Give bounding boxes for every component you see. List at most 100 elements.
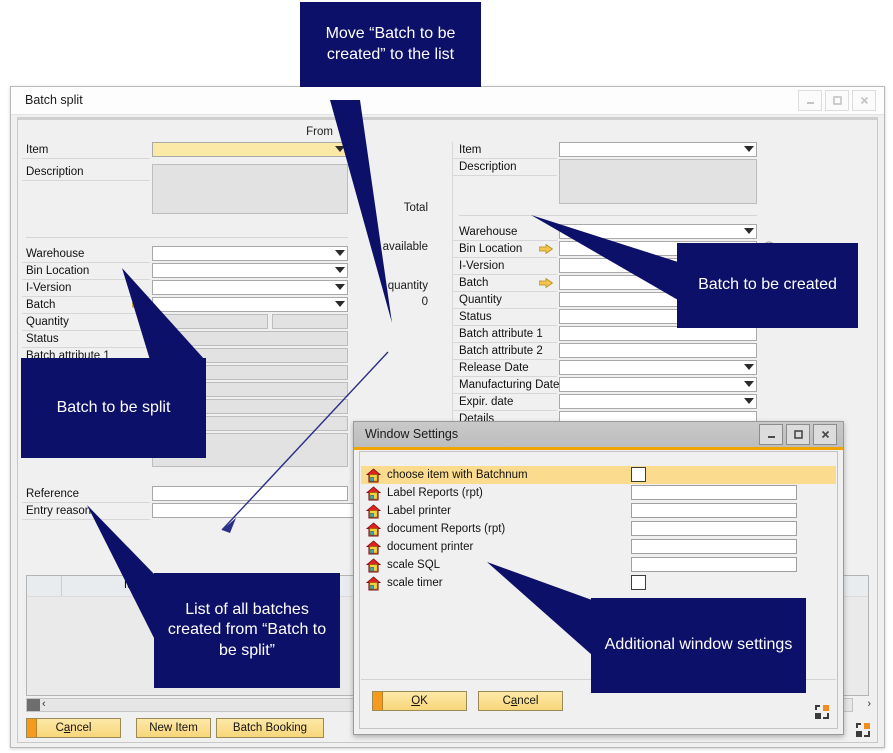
chevron-down-icon[interactable] (744, 364, 754, 370)
left-batch-label: Batch (26, 299, 56, 311)
minimize-icon[interactable] (798, 90, 822, 111)
ws-cancel-button[interactable]: Cancel (478, 691, 563, 711)
chevron-down-icon[interactable] (744, 146, 754, 152)
maximize-icon[interactable] (825, 90, 849, 111)
left-quantity-unit-input[interactable] (272, 314, 348, 329)
list-item[interactable]: Label printer (361, 502, 836, 520)
quantity-value: 0 (421, 296, 428, 308)
right-expir-date-input[interactable] (559, 394, 757, 409)
list-item-label: Label printer (387, 505, 451, 517)
right-status-label: Status (459, 311, 492, 323)
list-item-label: scale SQL (387, 559, 441, 571)
entry-reason-input[interactable] (152, 503, 362, 518)
right-item-label: Item (459, 144, 482, 156)
list-item[interactable]: document Reports (rpt) (361, 520, 836, 538)
house-icon (366, 521, 381, 536)
left-warehouse-label: Warehouse (26, 248, 85, 260)
right-release-date-input[interactable] (559, 360, 757, 375)
window-settings-controls (759, 424, 837, 445)
left-item-label: Item (26, 144, 49, 156)
list-item[interactable]: document printer (361, 538, 836, 556)
house-icon (366, 539, 381, 554)
scrollbar-thumb[interactable] (27, 699, 40, 711)
chevron-down-icon[interactable] (335, 146, 345, 152)
chevron-down-icon[interactable] (744, 228, 754, 234)
left-description-label: Description (26, 166, 84, 178)
cancel-button-label: Cancel (55, 722, 92, 734)
resize-grip-icon[interactable] (814, 704, 830, 720)
arrow-right-icon (539, 278, 553, 288)
right-item-input[interactable] (559, 142, 757, 157)
ws-cancel-button-label: Cancel (502, 695, 539, 707)
house-icon (366, 467, 381, 482)
callout-batch-to-be-split: Batch to be split (21, 358, 206, 458)
house-icon (366, 575, 381, 590)
list-item[interactable]: choose item with Batchnum (361, 466, 836, 484)
text-input[interactable] (631, 503, 797, 518)
from-label: From (306, 126, 333, 138)
left-iversion-label: I-Version (26, 282, 72, 294)
scroll-left-icon[interactable]: ‹ (42, 698, 46, 710)
right-batch-attr1-label: Batch attribute 1 (459, 328, 543, 340)
reference-label: Reference (26, 488, 80, 500)
checkbox[interactable] (631, 467, 646, 482)
quantity-label: quantity (387, 280, 428, 292)
chevron-down-icon[interactable] (335, 267, 345, 273)
maximize-icon[interactable] (786, 424, 810, 445)
available-label: available (382, 241, 428, 253)
batch-booking-button-label: Batch Booking (232, 722, 308, 734)
right-release-date-label: Release Date (459, 362, 529, 374)
left-status-input[interactable] (152, 331, 348, 346)
reference-input[interactable] (152, 486, 348, 501)
cancel-button[interactable]: Cancel (26, 718, 121, 738)
checkbox[interactable] (631, 575, 646, 590)
left-bin-location-input[interactable] (152, 263, 348, 278)
right-batch-attr2-label: Batch attribute 2 (459, 345, 543, 357)
main-title-bar[interactable]: Batch split (11, 87, 884, 115)
total-label: Total (403, 202, 428, 214)
right-description-label: Description (459, 161, 517, 173)
right-warehouse-input[interactable] (559, 224, 757, 239)
right-manufacturing-date-label: Manufacturing Date (459, 379, 560, 391)
left-quantity-input[interactable] (152, 314, 268, 329)
scroll-right-icon[interactable]: › (867, 698, 871, 710)
right-description-input[interactable] (559, 159, 757, 204)
house-icon (366, 557, 381, 572)
button-accent-bar (373, 692, 383, 710)
text-input[interactable] (631, 521, 797, 536)
right-bin-location-label: Bin Location (459, 243, 523, 255)
batch-booking-button[interactable]: Batch Booking (216, 718, 324, 738)
list-item[interactable]: scale SQL (361, 556, 836, 574)
right-expir-date-label: Expir. date (459, 396, 514, 408)
chevron-down-icon[interactable] (744, 398, 754, 404)
right-batch-attr1-input[interactable] (559, 326, 757, 341)
right-manufacturing-date-input[interactable] (559, 377, 757, 392)
text-input[interactable] (631, 557, 797, 572)
window-settings-title-bar[interactable]: Window Settings (354, 422, 843, 450)
close-icon[interactable] (852, 90, 876, 111)
close-icon[interactable] (813, 424, 837, 445)
list-item-label: choose item with Batchnum (387, 469, 528, 481)
house-icon (366, 485, 381, 500)
window-settings-title: Window Settings (365, 427, 459, 441)
house-icon (366, 503, 381, 518)
window-settings-list[interactable]: choose item with Batchnum Label Reports … (361, 466, 836, 626)
list-item[interactable]: Label Reports (rpt) (361, 484, 836, 502)
ok-button[interactable]: OK (372, 691, 467, 711)
left-bin-location-label: Bin Location (26, 265, 90, 277)
field-row: Item (453, 142, 773, 159)
left-description-input[interactable] (152, 164, 348, 214)
list-item[interactable]: scale timer (361, 574, 836, 592)
right-batch-attr2-input[interactable] (559, 343, 757, 358)
right-quantity-input[interactable] (559, 292, 680, 307)
resize-grip-icon[interactable] (855, 722, 871, 738)
right-iversion-label: I-Version (459, 260, 505, 272)
text-input[interactable] (631, 485, 797, 500)
text-input[interactable] (631, 539, 797, 554)
left-item-input[interactable] (152, 142, 348, 157)
minimize-icon[interactable] (759, 424, 783, 445)
chevron-down-icon[interactable] (744, 381, 754, 387)
ok-button-label: OK (411, 695, 428, 707)
new-item-button[interactable]: New Item (136, 718, 211, 738)
left-quantity-label: Quantity (26, 316, 69, 328)
